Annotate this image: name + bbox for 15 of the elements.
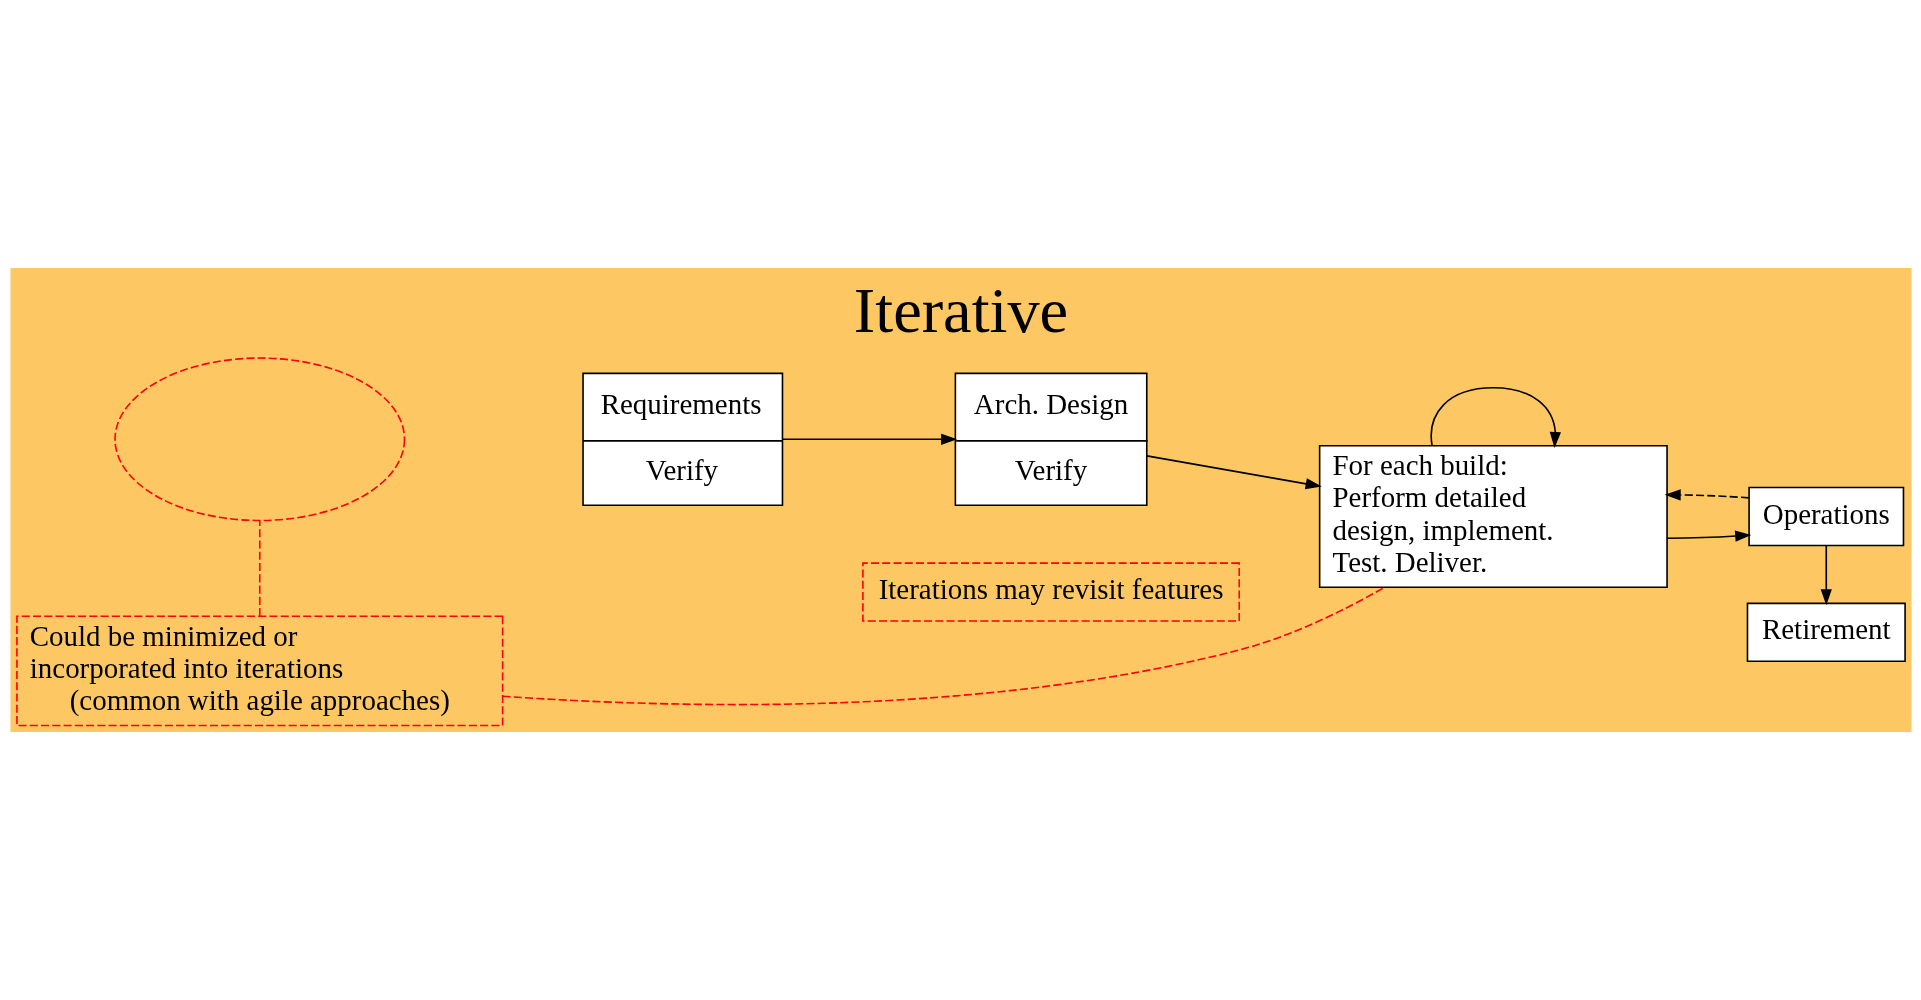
arrow <box>1665 530 1751 542</box>
connector <box>258 520 261 617</box>
arrow <box>1145 455 1322 490</box>
connector <box>501 586 1385 706</box>
node-box: Operations <box>1747 486 1904 547</box>
arrow <box>1664 489 1750 501</box>
arrow <box>1429 387 1561 449</box>
node-box: For each build: Perform detailed design, implement. Test. Deliver. <box>1318 444 1668 589</box>
arrow <box>1820 544 1832 606</box>
arrow <box>781 433 957 445</box>
node-box: Retirement <box>1746 602 1906 663</box>
node-box: Could be minimized or incorporated into iterations (common with agile approaches) <box>15 615 503 727</box>
node-ellipse <box>113 357 405 522</box>
node-box: Iterations may revisit features <box>861 562 1240 622</box>
diagram-title: Iterative <box>853 275 1068 347</box>
